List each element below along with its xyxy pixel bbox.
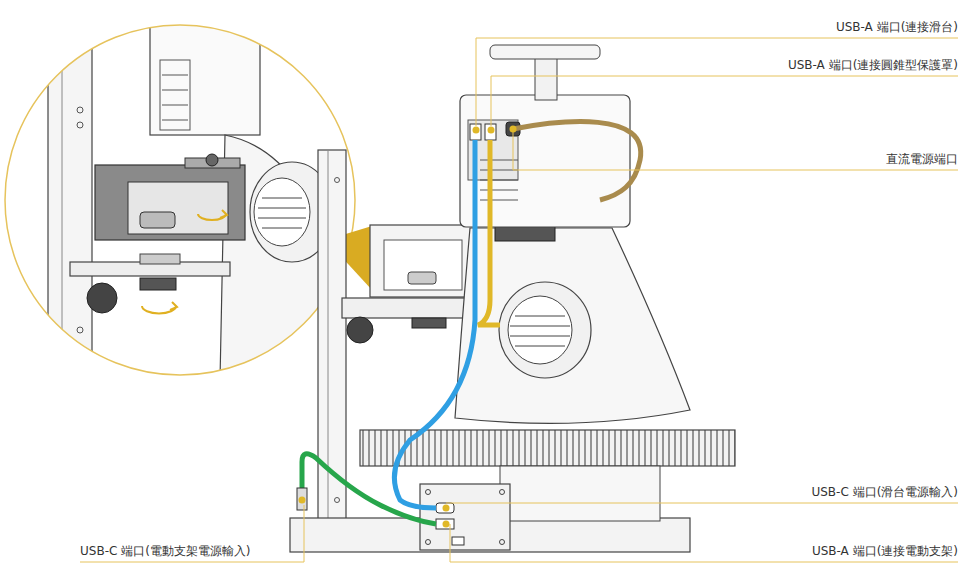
bracket-opening (384, 240, 462, 290)
vent-line (480, 200, 518, 201)
callout-dot (510, 126, 517, 133)
arm-plate (140, 254, 180, 264)
screw (426, 540, 431, 545)
laser-head (460, 95, 630, 227)
pillar-hole (335, 178, 340, 183)
thumb-screw (140, 278, 176, 290)
dc-cable (513, 122, 641, 200)
vent-line (162, 75, 188, 76)
bracket-opening (128, 182, 228, 234)
fan-grille (254, 178, 310, 246)
fan (499, 282, 591, 378)
leader-line (80, 505, 304, 562)
usb-a-port (452, 537, 464, 545)
vent-line (480, 160, 518, 161)
head-vent (160, 60, 190, 130)
screw (426, 490, 431, 495)
pillar-hole (335, 498, 340, 503)
slide-cable (394, 140, 475, 508)
fan-grille (508, 296, 572, 364)
grille-line (510, 326, 570, 327)
vent-line (480, 170, 518, 171)
vent-line (162, 105, 188, 106)
grille-line (262, 228, 302, 229)
leader-line (476, 38, 958, 126)
vent-line (480, 190, 518, 191)
leader-line (446, 503, 958, 504)
screw (206, 154, 218, 166)
leader-line (450, 524, 958, 562)
callout-dot (488, 127, 495, 134)
grille-line (515, 316, 565, 317)
callout-dot (299, 497, 306, 504)
arrow-head (170, 302, 177, 310)
pillar-rail (62, 0, 63, 380)
leader-line (513, 130, 958, 170)
usb-a-port (436, 519, 454, 529)
magnet-block (140, 212, 175, 228)
screw (500, 490, 505, 495)
usb-c-plug (297, 488, 307, 510)
slide-rail (500, 466, 660, 521)
usb-a-port (470, 124, 481, 140)
callout-label: USB-A 端口(連接圓錐型保護罩) (788, 58, 958, 72)
leader-line (491, 76, 958, 126)
grille-line (258, 208, 306, 209)
inset-background (0, 0, 360, 380)
screw (500, 540, 505, 545)
callout-dot (443, 521, 450, 528)
pillar-hole (77, 122, 83, 128)
grille-line (258, 218, 306, 219)
handle-bar (490, 45, 600, 59)
pillar-hole (77, 327, 83, 333)
thumb-screw (412, 318, 446, 328)
cone-cable (478, 140, 500, 325)
zoom-inset (0, 0, 360, 380)
grille-line (262, 198, 302, 199)
knob (87, 283, 117, 313)
support-arm (342, 298, 482, 318)
stand-cable (302, 454, 436, 524)
bracket-box (95, 165, 245, 240)
vent-line (162, 90, 188, 91)
callout-dot (443, 505, 450, 512)
bracket-box (370, 225, 474, 297)
handle-post (535, 55, 557, 100)
callout-label: USB-A 端口(連接電動支架) (812, 544, 958, 558)
callout-label: USB-A 端口(連接滑台) (836, 20, 958, 34)
knob (347, 317, 373, 343)
usb-a-port (485, 124, 496, 140)
grille-line (515, 346, 565, 347)
zoom-circle (5, 25, 355, 375)
magnet-block (408, 272, 436, 284)
vent-line (162, 120, 188, 121)
vent-line (480, 180, 518, 181)
arrow-head (220, 210, 227, 218)
slide-controller (420, 484, 510, 550)
callout-label: 直流電源端口 (886, 152, 958, 166)
grille-line (510, 336, 570, 337)
callout-label: USB-C 端口(電動支架電源輸入) (80, 544, 251, 558)
callout-dot (473, 127, 480, 134)
callout-label: USB-C 端口(滑台電源輸入) (811, 485, 958, 499)
pillar-hole (77, 107, 83, 113)
usb-c-port (436, 503, 454, 513)
